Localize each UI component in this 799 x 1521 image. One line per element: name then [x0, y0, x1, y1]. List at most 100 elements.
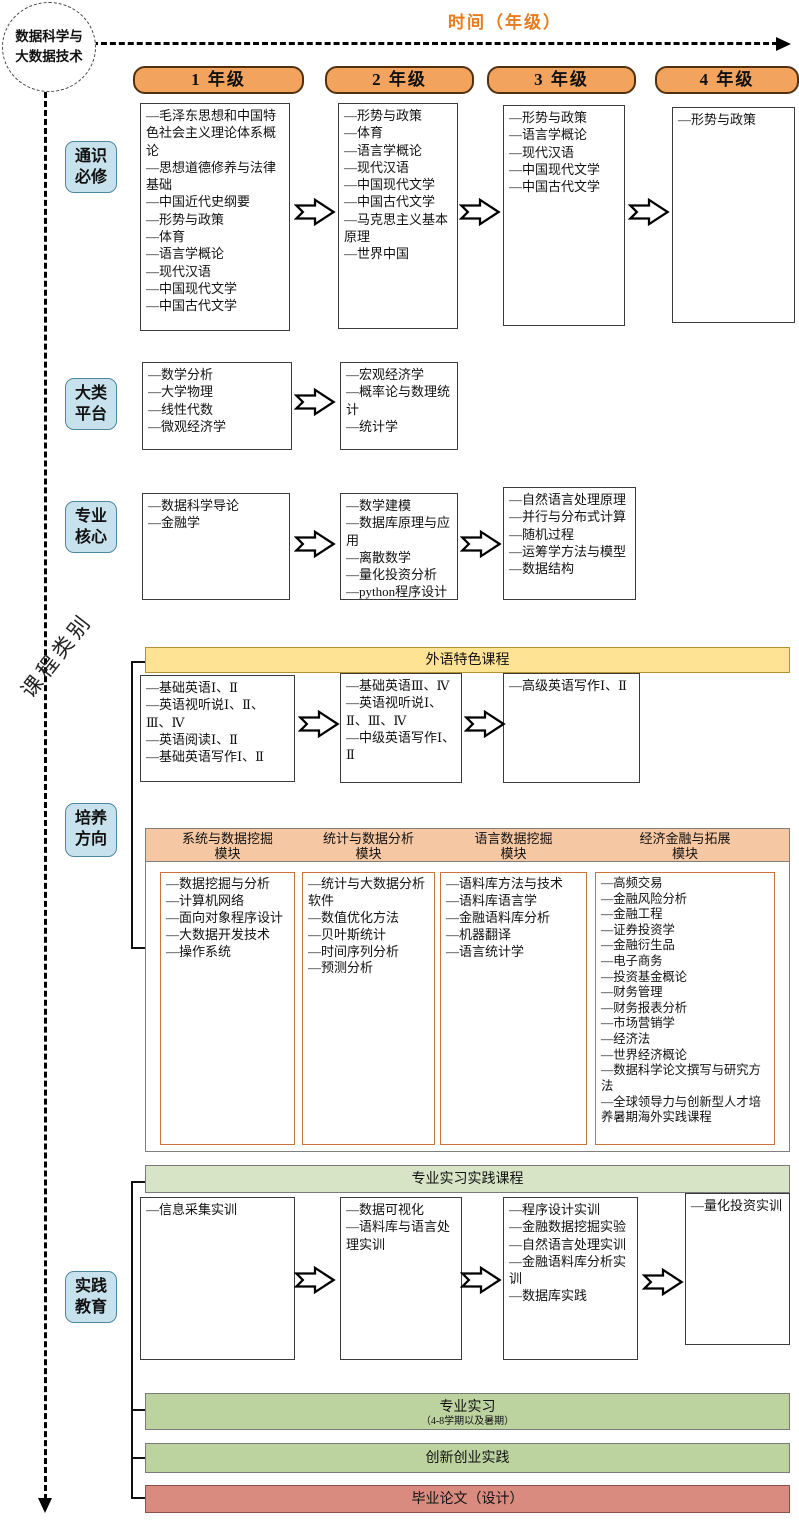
course-item: —数学建模 [346, 498, 412, 513]
course-box-foreign-y1: —基础英语Ⅰ、Ⅱ—英语视听说Ⅰ、Ⅱ、Ⅲ、Ⅳ—英语阅读Ⅰ、Ⅱ—基础英语写作Ⅰ、Ⅱ [140, 675, 295, 782]
flow-arrow-icon [464, 710, 506, 738]
course-item: —数据结构 [509, 561, 575, 577]
course-item: —贝叶斯统计 [308, 926, 387, 942]
course-item: —形势与政策 [509, 110, 588, 125]
module-box-systems: —数据挖掘与分析—计算机网络—面向对象程序设计—大数据开发技术—操作系统 [160, 872, 295, 1145]
category-axis-label: 课程类别 [16, 608, 98, 703]
course-item: —财务报表分析 [601, 1000, 688, 1015]
course-item: —现代汉语 [344, 159, 410, 175]
flow-arrow-icon [298, 710, 340, 738]
flow-arrow-icon [628, 198, 670, 226]
course-item: —市场营销学 [601, 1016, 675, 1031]
course-box-platform-y1: —数学分析—大学物理—线性代数—微观经济学 [142, 362, 292, 450]
direction-bracket-line [131, 661, 133, 949]
flow-arrow-icon [460, 1266, 502, 1294]
course-item: —语料库方法与技术 [446, 876, 564, 891]
category-label-core: 专业 核心 [65, 501, 117, 553]
course-item: —电子商务 [601, 954, 663, 969]
course-box-practice-y3: —程序设计实训—金融数据挖掘实验—自然语言处理实训—金融语料库分析实训—数据库实… [503, 1197, 638, 1360]
course-item: —量化投资分析 [346, 567, 438, 583]
course-item: —统计与大数据分析软件 [308, 876, 426, 908]
flow-arrow-icon [642, 1268, 684, 1296]
course-item: —宏观经济学 [346, 367, 425, 382]
course-item: —面向对象程序设计 [166, 909, 284, 925]
course-item: —形势与政策 [146, 211, 225, 227]
course-item: —中国现代文学 [146, 280, 238, 296]
internship-title: 专业实习 [439, 1400, 496, 1415]
course-item: —金融语料库分析 [446, 909, 551, 925]
course-item: —体育 [344, 125, 384, 141]
course-item: —金融语料库分析实训 [509, 1253, 627, 1287]
course-item: —语言统计学 [446, 943, 525, 959]
course-item: —财务管理 [601, 985, 663, 1000]
course-item: —语料库与语言处理实训 [346, 1219, 451, 1252]
course-box-general-y1: —毛泽东思想和中国特色社会主义理论体系概论—思想道德修养与法律基础—中国近代史纲… [140, 103, 290, 331]
course-item: —大数据开发技术 [166, 926, 271, 942]
category-label-platform: 大类 平台 [65, 378, 117, 430]
time-axis-line [92, 42, 778, 45]
course-box-practice-y2: —数据可视化—语料库与语言处理实训 [340, 1197, 462, 1360]
flow-arrow-icon [294, 388, 336, 416]
course-item: —随机过程 [509, 526, 575, 542]
category-label-practice: 实践 教育 [65, 1271, 117, 1323]
course-item: —预测分析 [308, 960, 374, 976]
year-header-1: 1 年级 [133, 66, 304, 94]
practice-bracket-stub-3 [131, 1457, 145, 1459]
flow-arrow-icon [460, 530, 502, 558]
course-item: —自然语言处理原理 [509, 492, 627, 507]
course-item: —语料库语言学 [446, 892, 538, 908]
category-label-general: 通识 必修 [65, 141, 117, 193]
course-item: —中国现代文学 [344, 177, 436, 193]
thesis-banner: 毕业论文（设计） [145, 1485, 790, 1513]
internship-banner: 专业实习 （4-8学期以及暑期） [145, 1393, 790, 1430]
direction-bracket-stub-top [131, 661, 145, 663]
course-item: —线性代数 [148, 401, 214, 417]
course-item: —形势与政策 [678, 112, 757, 127]
course-item: —时间序列分析 [308, 943, 400, 959]
modules-header-band [145, 828, 790, 862]
course-item: —中国近代史纲要 [146, 194, 251, 210]
course-item: —英语视听说Ⅰ、Ⅱ、Ⅲ、Ⅳ [146, 697, 264, 730]
course-item: —程序设计实训 [509, 1202, 601, 1217]
course-item: —证券投资学 [601, 922, 675, 937]
course-item: —形势与政策 [344, 108, 423, 123]
course-item: —计算机网络 [166, 892, 245, 908]
course-item: —经济法 [601, 1032, 651, 1047]
internship-subtitle: （4-8学期以及暑期） [420, 1416, 515, 1427]
direction-bracket-stub-bottom [131, 947, 145, 949]
course-item: —中国现代文学 [509, 161, 601, 177]
course-item: —机器翻译 [446, 926, 512, 942]
course-box-foreign-y2: —基础英语Ⅲ、Ⅳ—英语视听说Ⅰ、Ⅱ、Ⅲ、Ⅳ—中级英语写作Ⅰ、Ⅱ [340, 673, 462, 783]
course-box-general-y2: —形势与政策—体育—语言学概论—现代汉语—中国现代文学—中国古代文学—马克思主义… [338, 103, 458, 329]
course-item: —现代汉语 [146, 263, 212, 279]
course-item: —信息采集实训 [146, 1202, 238, 1217]
practice-course-banner: 专业实习实践课程 [145, 1165, 790, 1193]
module-box-finance: —高频交易—金融风险分析—金融工程—证券投资学—金融衍生品—电子商务—投资基金概… [595, 872, 775, 1145]
course-item: —金融风险分析 [601, 891, 688, 906]
course-item: —中级英语写作Ⅰ、Ⅱ [346, 729, 456, 763]
course-item: —世界经济概论 [601, 1047, 688, 1062]
course-item: —毛泽东思想和中国特色社会主义理论体系概论 [146, 108, 277, 158]
course-item: —数据库实践 [509, 1288, 588, 1304]
course-item: —数据科学论文撰写与研究方法 [601, 1063, 761, 1093]
course-item: —高级英语写作Ⅰ、Ⅱ [509, 678, 627, 693]
course-item: —基础英语Ⅰ、Ⅱ [146, 680, 238, 695]
course-item: —操作系统 [166, 943, 232, 959]
course-item: —全球领导力与创新型人才培养暑期海外实践课程 [601, 1094, 761, 1125]
course-item: —数据库原理与应用 [346, 515, 451, 548]
module-header-finance: 经济金融与拓展 模块 [639, 831, 731, 861]
course-item: —语言学概论 [146, 246, 225, 262]
course-item: —数据挖掘与分析 [166, 876, 271, 891]
year-header-2: 2 年级 [325, 66, 474, 94]
course-box-core-y2: —数学建模—数据库原理与应用—离散数学—量化投资分析—python程序设计 [340, 493, 458, 600]
foreign-language-banner: 外语特色课程 [145, 647, 790, 673]
innovation-banner: 创新创业实践 [145, 1443, 790, 1473]
course-item: —概率论与数理统计 [346, 384, 451, 417]
course-item: —中国古代文学 [146, 298, 238, 314]
course-box-practice-y4: —量化投资实训 [685, 1193, 790, 1345]
course-item: —量化投资实训 [691, 1198, 783, 1213]
course-item: —金融衍生品 [601, 938, 675, 953]
category-axis-line [44, 92, 47, 1500]
module-header-statistics: 统计与数据分析 模块 [322, 831, 414, 861]
module-header-systems: 系统与数据挖掘 模块 [181, 831, 273, 861]
